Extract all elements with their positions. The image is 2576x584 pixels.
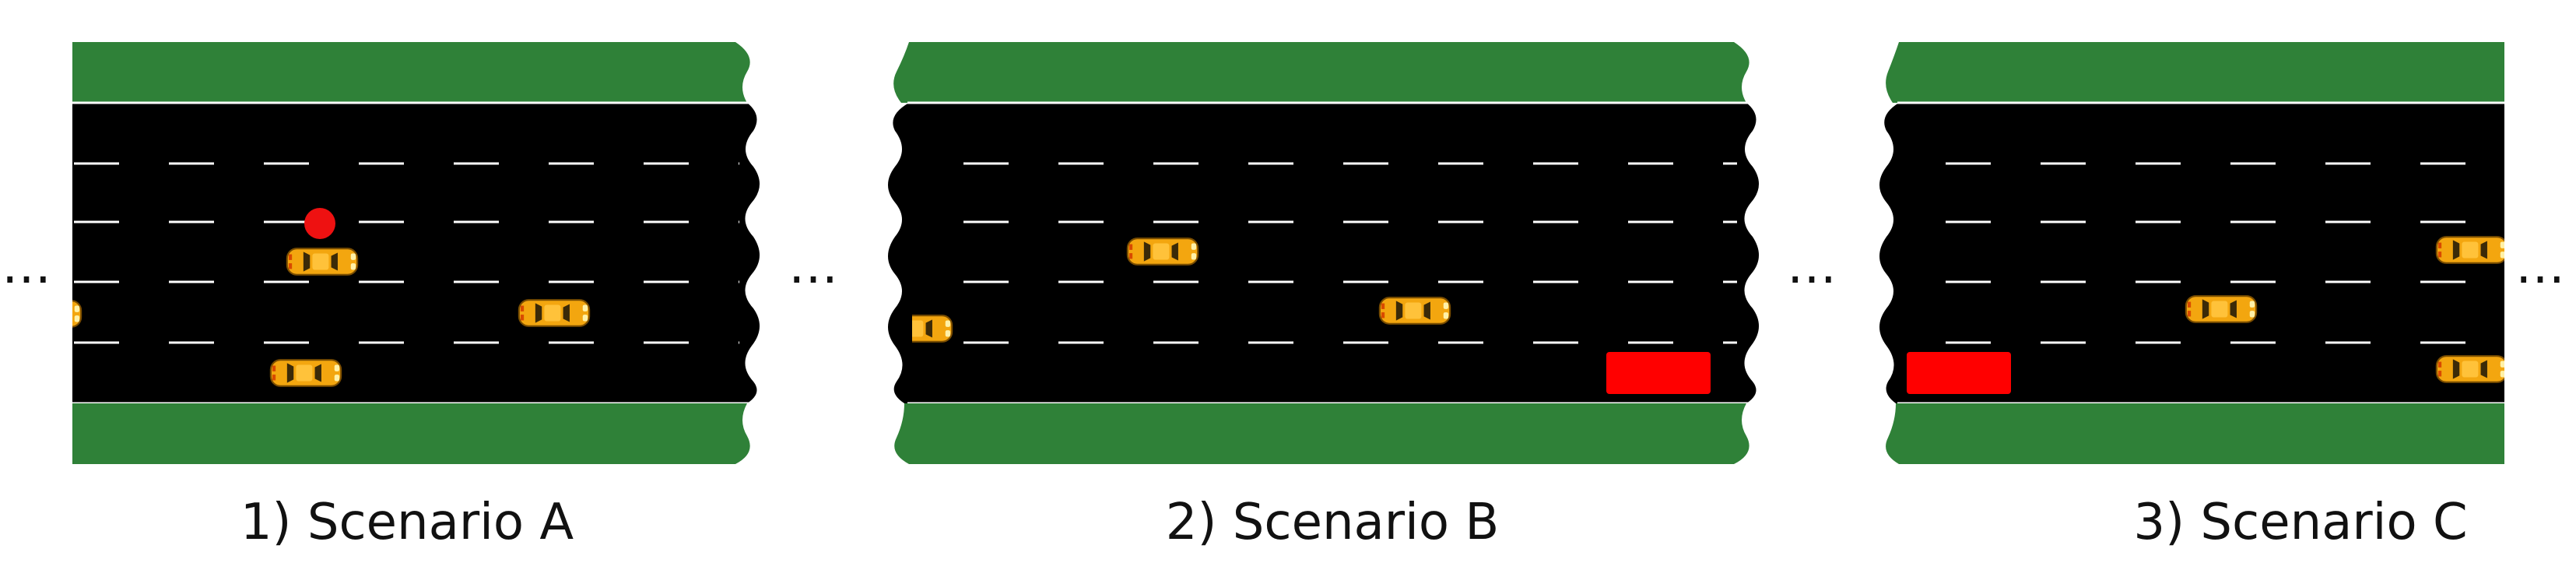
car [2185, 295, 2258, 323]
car-partial [72, 300, 82, 328]
obstacle-red-block [1907, 352, 2011, 394]
car [1126, 237, 1199, 266]
ellipsis-between-b-c: … [1787, 237, 1838, 295]
ellipsis-between-a-b: … [788, 237, 840, 295]
caption-scenario-a: 1) Scenario A [240, 494, 574, 551]
grass-bottom [1886, 403, 2504, 464]
car [518, 299, 591, 327]
ellipsis-right: … [2515, 237, 2567, 295]
car [269, 359, 342, 387]
road [72, 103, 760, 403]
pedestrian-red-dot [304, 208, 335, 239]
caption-scenario-c: 3) Scenario C [2133, 494, 2467, 551]
obstacle-red-block [1606, 352, 1711, 394]
ellipsis-left: … [2, 237, 53, 295]
car-partial [2435, 355, 2504, 383]
grass-bottom [72, 403, 750, 464]
car [286, 248, 359, 276]
road [888, 103, 1760, 403]
scenario-a [72, 42, 760, 464]
scenario-b [888, 42, 1760, 464]
car [1378, 297, 1451, 325]
lane-markings [74, 162, 739, 344]
grass-bottom [894, 403, 1750, 464]
road [1879, 103, 2504, 403]
car-partial [2435, 236, 2504, 264]
grass-top [893, 42, 1750, 103]
grass-top [1886, 42, 2504, 103]
scenario-c [1879, 42, 2504, 464]
caption-scenario-b: 2) Scenario B [1166, 494, 1500, 551]
lane-markings [963, 162, 1737, 344]
grass-top [72, 42, 750, 103]
